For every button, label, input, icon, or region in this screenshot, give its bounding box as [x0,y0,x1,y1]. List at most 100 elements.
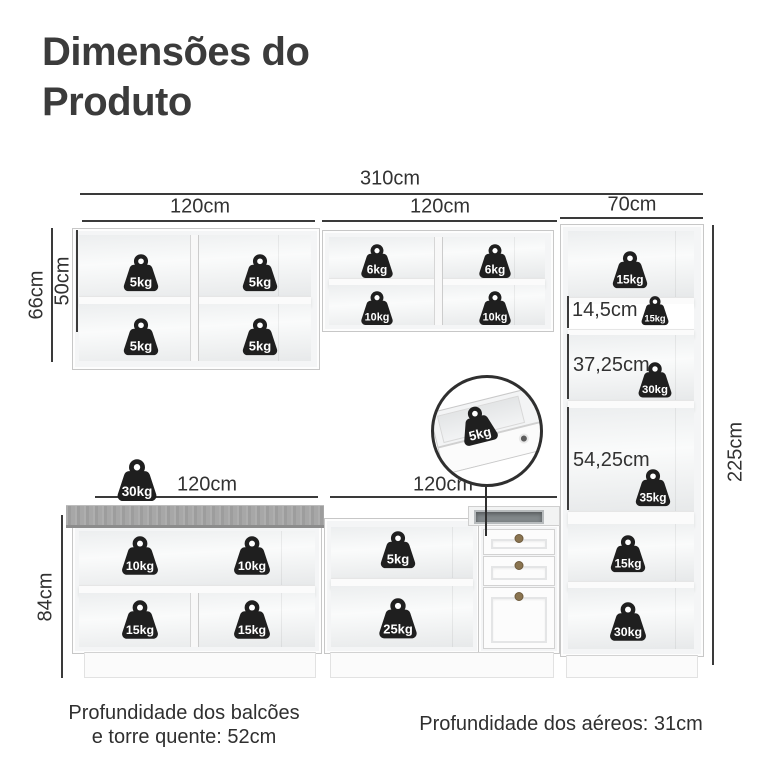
dim-line-tower-width [560,217,703,219]
weight-label: 30kg [614,625,642,639]
drawer-2-knob [514,561,524,570]
weight-label: 15kg [238,623,266,637]
weight-icon: 25kg [379,598,417,639]
weight-label: 5kg [249,275,271,290]
drawer-1 [483,529,555,555]
drawer-3 [483,587,555,649]
weight-icon: 5kg [123,254,159,292]
weight-icon: 5kg [464,406,498,446]
dim-line-tower-shelf-mid [567,334,569,399]
weight-icon: 15kg [612,251,648,289]
weight-label: 5kg [467,424,492,444]
weight-label: 25kg [383,621,413,636]
weight-label: 15kg [644,313,665,323]
weight-aereo-left-top-left: 5kg [118,254,164,294]
magnifier-pointer-line [485,485,487,536]
plinth-tower [566,655,698,678]
footnote-base-depth-line2: e torre quente: 52cm [91,726,277,749]
weight-label: 5kg [130,275,152,290]
dim-label-base-height: 84cm [34,572,57,622]
weight-icon: 15kg [234,600,270,639]
weight-icon: 10kg [122,536,158,575]
weight-tower-lower: 15kg [605,535,651,575]
weight-icon: 10kg [479,291,511,325]
weight-label: 5kg [387,552,409,567]
dim-label-aereo-outer-height: 66cm [25,270,48,320]
weight-icon: 30kg [610,602,646,641]
dim-label-tower-shelf-small: 14,5cm [572,299,638,321]
dim-line-total-height [712,225,714,665]
weight-icon: 10kg [234,536,270,575]
drawer-3-knob [514,592,524,601]
weight-label: 15kg [126,623,154,637]
dim-label-aereo-mid-width: 120cm [409,195,471,218]
weight-label: 10kg [126,559,154,573]
weight-label: 35kg [639,491,666,505]
weight-label: 30kg [642,384,668,396]
weight-icon: 10kg [361,291,393,325]
dim-line-base-height [61,515,63,678]
dim-line-aereo-outer-height [51,228,53,362]
weight-tower-bottom: 30kg [604,602,652,644]
footnote-aereo-depth: Profundidade dos aéreos: 31cm [419,713,703,735]
weight-tower-upper: 30kg [633,362,677,400]
dim-line-aereo-mid-width [322,220,557,222]
base-left-cabinet [72,524,322,654]
weight-icon: 30kg [638,362,672,398]
weight-icon: 5kg [380,531,416,569]
weight-label: 6kg [367,263,387,277]
tower-compartment-upper [568,335,694,400]
dim-line-tower-shelf-small [567,296,569,328]
dim-line-base-mid-width [330,496,557,498]
weight-label: 5kg [249,339,271,354]
weight-base-left-bottom-left: 15kg [116,600,164,642]
weight-tower-top: 15kg [607,251,653,291]
tower-compartment-middle [568,408,694,511]
drawer-1-knob [514,534,524,543]
weight-aereo-left-top-right: 5kg [237,254,283,294]
weight-aereo-left-bottom-right: 5kg [237,318,283,358]
drawer-unit [478,524,560,654]
base-left-cabinet-top-compartment [79,531,315,585]
dim-line-aereo-left-width [82,220,315,222]
weight-aereo-mid-top-right: 6kg [474,244,516,280]
dim-line-total-width [80,193,703,195]
granite-countertop [66,505,324,528]
weight-label: 10kg [483,312,508,324]
footnote-base-depth: Profundidade dos balcões e torre quente:… [68,701,299,750]
tower-cabinet [560,224,704,657]
weight-label: 30kg [122,484,153,499]
weight-icon: 15kg [641,296,669,326]
weight-base-left-top-right: 10kg [228,536,276,578]
footnote-base-depth-line1: Profundidade dos balcões [68,702,300,724]
plinth-middle [330,652,554,678]
weight-label: 15kg [616,273,643,287]
dim-label-aereo-inner-height: 50cm [51,256,74,306]
drawer-3-panel [491,597,547,643]
dim-line-base-left-width [95,496,318,498]
dim-label-tower-shelf-large: 54,25cm [573,449,650,471]
weight-aereo-mid-top-left: 6kg [356,244,398,280]
weight-icon: 5kg [242,318,278,356]
weight-icon: 15kg [610,535,646,573]
weight-base-left-top-left: 10kg [116,536,164,578]
weight-icon: 5kg [123,318,159,356]
weight-label: 15kg [614,557,641,571]
weight-label: 10kg [365,312,390,324]
weight-countertop: 30kg [111,459,163,504]
dim-line-aereo-inner-height [76,230,78,332]
page-title: Dimensões do Produto [42,30,310,124]
dim-label-total-height: 225cm [724,421,747,483]
dim-label-tower-shelf-mid: 37,25cm [573,354,650,376]
drawer-2 [483,556,555,586]
weight-base-left-bottom-right: 15kg [228,600,276,642]
weight-tower-band: 15kg [637,296,673,327]
dim-label-aereo-left-width: 120cm [169,195,231,218]
dim-label-tower-width: 70cm [607,193,657,216]
weight-icon: 35kg [635,469,671,507]
upper-middle-cabinet-divider [434,237,443,325]
weight-icon: 30kg [117,459,157,502]
weight-aereo-left-bottom-left: 5kg [118,318,164,358]
plinth-left [84,652,316,678]
